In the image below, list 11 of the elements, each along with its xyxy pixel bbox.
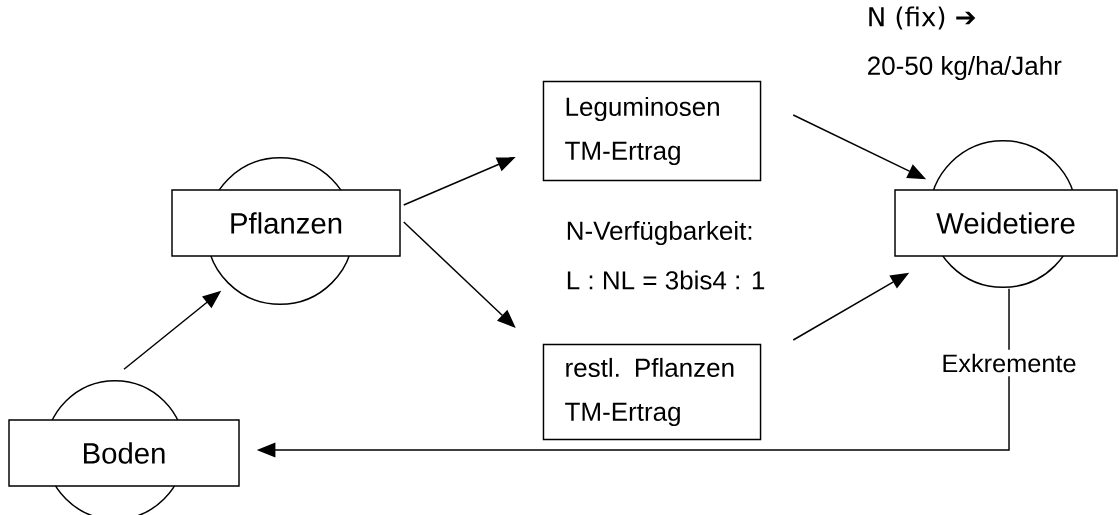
note-text: N-Verfügbarkeit: bbox=[567, 220, 752, 246]
note-text: N (fix) ➔ bbox=[869, 6, 976, 30]
note-text: L : NL = 3bis4 : 1 bbox=[567, 270, 765, 290]
text-box: Leguminosen TM-Ertrag bbox=[542, 80, 762, 182]
text-box: restl. Pflanzen TM-Ertrag bbox=[542, 343, 762, 441]
note-text: 20-50 kg/ha/Jahr bbox=[868, 55, 1062, 81]
process-box: Boden bbox=[8, 379, 240, 515]
edge-label: Exkremente bbox=[937, 349, 1081, 377]
arrow bbox=[403, 221, 516, 328]
process-box: Pflanzen bbox=[171, 156, 401, 306]
process-box: Weidetiere bbox=[894, 139, 1118, 289]
